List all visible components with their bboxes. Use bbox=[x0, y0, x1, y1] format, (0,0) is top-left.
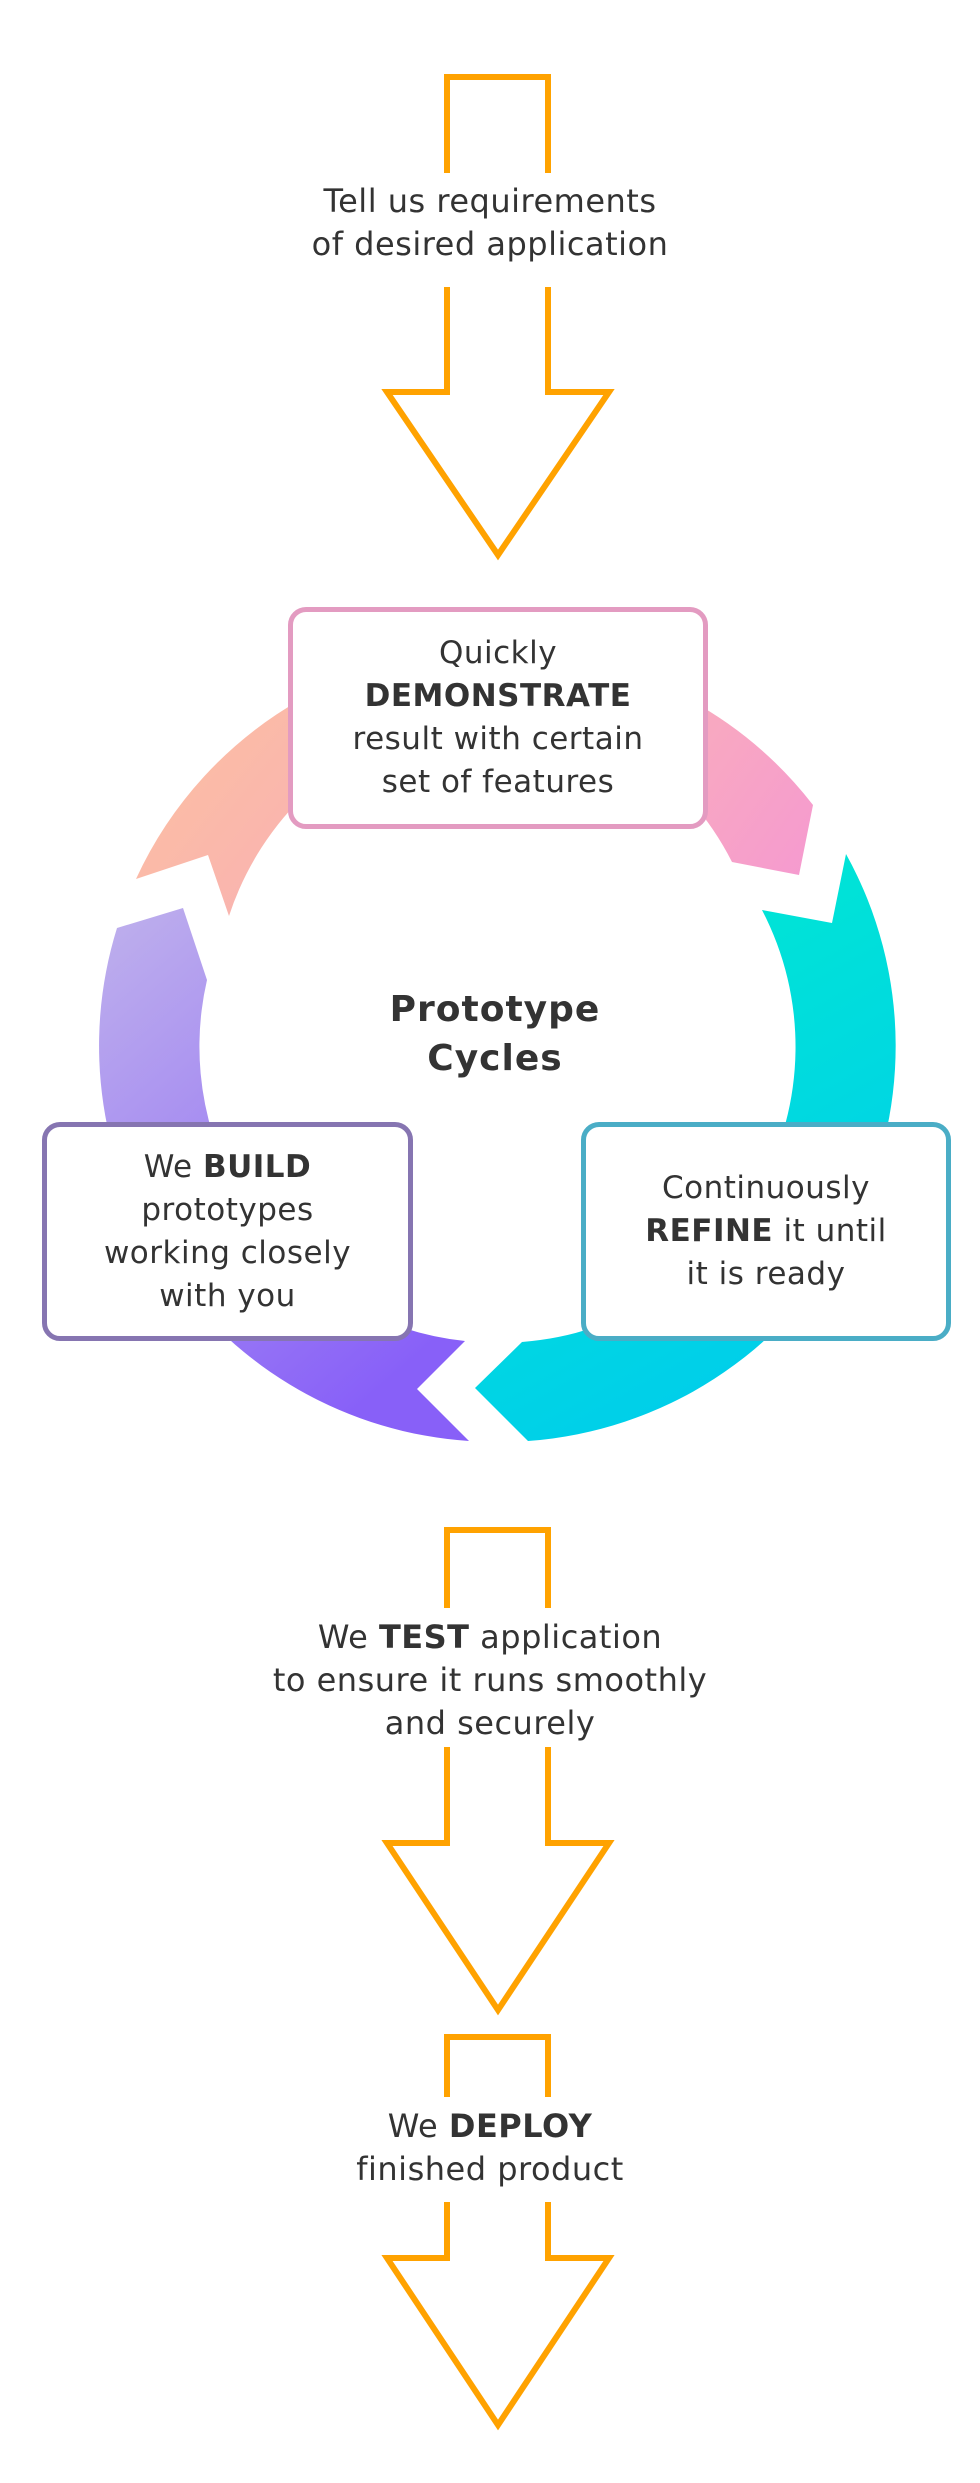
build-line-1: We BUILD bbox=[144, 1146, 312, 1189]
refine-keyword: REFINE bbox=[645, 1213, 774, 1249]
demonstrate-line-3: result with certain bbox=[352, 721, 644, 757]
arrow-requirements-shaft-top bbox=[444, 74, 551, 173]
step-requirements-caption: Tell us requirements of desired applicat… bbox=[0, 180, 980, 266]
demonstrate-line-1: Quickly bbox=[438, 635, 558, 671]
refine-box: Continuously REFINE it until it is ready bbox=[581, 1122, 951, 1341]
step-deploy-caption: We DEPLOY finished product bbox=[0, 2105, 980, 2191]
cycle-title: Prototype Cycles bbox=[345, 985, 645, 1083]
refine-line-3: it is ready bbox=[686, 1256, 846, 1292]
arrow-test bbox=[381, 1527, 615, 2016]
cycle-segment-peach bbox=[136, 700, 310, 916]
build-line-3: working closely bbox=[103, 1234, 352, 1271]
demonstrate-line-2: DEMONSTRATE bbox=[365, 675, 632, 718]
requirements-line-1: Tell us requirements bbox=[323, 182, 657, 220]
deploy-keyword: DEPLOY bbox=[448, 2107, 593, 2145]
cycle-segment-purple bbox=[99, 908, 469, 1441]
test-line-1: We TEST application bbox=[0, 1616, 980, 1659]
deploy-line-1: We DEPLOY bbox=[0, 2105, 980, 2148]
build-keyword: BUILD bbox=[202, 1148, 312, 1185]
test-suffix: application bbox=[469, 1618, 663, 1656]
arrow-requirements bbox=[381, 74, 615, 561]
test-line-3: and securely bbox=[384, 1704, 596, 1742]
demonstrate-keyword: DEMONSTRATE bbox=[364, 678, 632, 714]
refine-line-1: Continuously bbox=[661, 1170, 871, 1206]
demonstrate-line-4: set of features bbox=[381, 764, 615, 800]
test-prefix: We bbox=[317, 1618, 379, 1656]
refine-line-2: REFINE it until bbox=[645, 1210, 887, 1253]
step-test-caption: We TEST application to ensure it runs sm… bbox=[0, 1616, 980, 1745]
arrow-deploy-shaft-top bbox=[444, 2034, 551, 2097]
build-prefix: We bbox=[143, 1148, 203, 1185]
demonstrate-box: Quickly DEMONSTRATE result with certain … bbox=[288, 607, 708, 829]
deploy-line-2: finished product bbox=[356, 2150, 624, 2188]
arrow-test-head bbox=[381, 1747, 615, 2016]
test-line-2: to ensure it runs smoothly bbox=[272, 1661, 708, 1699]
cycle-title-line-2: Cycles bbox=[427, 1038, 563, 1079]
arrow-deploy-head bbox=[381, 2202, 615, 2431]
build-box: We BUILD prototypes working closely with… bbox=[42, 1122, 413, 1341]
requirements-line-2: of desired application bbox=[311, 225, 669, 263]
test-keyword: TEST bbox=[378, 1618, 470, 1656]
build-line-4: with you bbox=[159, 1277, 296, 1314]
refine-suffix: it until bbox=[773, 1213, 887, 1249]
arrow-deploy bbox=[381, 2034, 615, 2431]
arrow-requirements-head bbox=[381, 287, 615, 561]
arrow-test-shaft-top bbox=[444, 1527, 551, 1608]
deploy-prefix: We bbox=[387, 2107, 449, 2145]
cycle-segment-pink bbox=[690, 700, 813, 875]
build-line-2: prototypes bbox=[141, 1191, 314, 1228]
cycle-title-line-1: Prototype bbox=[389, 989, 601, 1030]
